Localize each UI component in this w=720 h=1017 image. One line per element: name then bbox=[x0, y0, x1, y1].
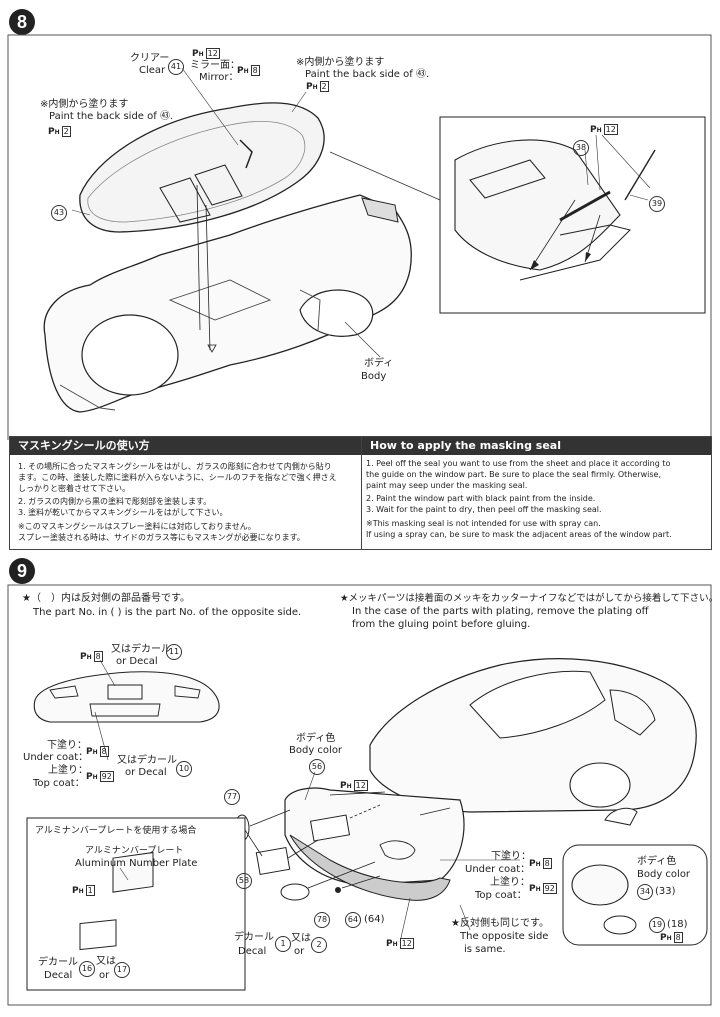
clear-label-en: Clear bbox=[139, 65, 166, 76]
part-18-opposite: (18) bbox=[667, 919, 688, 930]
note-left-en: The part No. in ( ) is the part No. of t… bbox=[33, 607, 302, 618]
part-16: 16 bbox=[79, 961, 95, 977]
part-64-opposite: (64) bbox=[364, 914, 385, 925]
alu-box-title: アルミナンバープレートを使用する場合 bbox=[35, 826, 197, 836]
paint-back-note-en-1: Paint the back side of ㊸. bbox=[305, 69, 430, 80]
paint-back-note-en-2: Paint the back side of ㊸. bbox=[49, 111, 174, 122]
step-8-number: 8 bbox=[9, 9, 35, 35]
opposite-note-en-2: is same. bbox=[464, 944, 506, 955]
decal-label-box-en: Decal bbox=[44, 970, 73, 981]
masking-instructions-jp: マスキングシールの使い方 1. その場所に合ったマスキングシールをはがし、ガラス… bbox=[9, 436, 362, 550]
part-77: 77 bbox=[224, 789, 240, 805]
decal-option-en-mid: or Decal bbox=[125, 767, 167, 778]
part-11: 11 bbox=[166, 644, 182, 660]
top-coat-en: Top coat： bbox=[33, 778, 85, 789]
note-right-jp: ★メッキパーツは接着面のメッキをカッターナイフなどではがしてから接着して下さい。 bbox=[340, 593, 719, 604]
alu-plate-en: Aluminum Number Plate bbox=[75, 858, 198, 869]
decal-label-plate-en: Decal bbox=[238, 946, 267, 957]
masking-title-en: How to apply the masking seal bbox=[362, 437, 711, 455]
decal-label-plate-jp: デカール bbox=[234, 932, 274, 943]
part-39: 39 bbox=[649, 196, 665, 212]
part-10: 10 bbox=[176, 761, 192, 777]
part-64: 64 bbox=[345, 912, 361, 928]
part-78: 78 bbox=[314, 912, 330, 928]
top-coat-en-right: Top coat： bbox=[475, 890, 527, 901]
paint-back-note-jp-1: ※内側から塗ります bbox=[296, 57, 385, 68]
clear-label-jp: クリアー bbox=[130, 53, 170, 64]
part-41: 41 bbox=[168, 59, 184, 75]
under-coat-jp-right: 下塗り： bbox=[491, 851, 531, 862]
masking-instructions-en: How to apply the masking seal 1. Peel of… bbox=[361, 436, 712, 550]
note-right-en-2: from the gluing point before gluing. bbox=[352, 619, 531, 630]
under-coat-en-right: Under coat： bbox=[465, 864, 531, 875]
part-1: 1 bbox=[275, 936, 291, 952]
under-coat-jp: 下塗り： bbox=[47, 740, 87, 751]
part-56: 56 bbox=[309, 759, 325, 775]
top-coat-jp: 上塗り： bbox=[48, 765, 88, 776]
or-en-box: or bbox=[99, 970, 110, 981]
body-color-jp: ボディ色 bbox=[296, 733, 336, 744]
body-label-jp: ボディ bbox=[364, 358, 394, 369]
part-2: 2 bbox=[311, 937, 327, 953]
body-label-en: Body bbox=[361, 371, 387, 382]
mirror-body-color-jp: ボディ色 bbox=[637, 856, 677, 867]
alu-plate-jp: アルミナンバープレート bbox=[85, 846, 184, 856]
step-9-number: 9 bbox=[9, 558, 35, 584]
decal-option-en-top: or Decal bbox=[116, 656, 158, 667]
part-43: 43 bbox=[51, 205, 67, 221]
mirror-label-jp: ミラー面： bbox=[190, 60, 240, 71]
part-17: 17 bbox=[114, 962, 130, 978]
part-34: 34 bbox=[637, 884, 653, 900]
decal-option-jp-top: 又はデカール bbox=[111, 644, 171, 655]
step-8-illustration bbox=[7, 34, 712, 440]
masking-lines-jp: 1. その場所に合ったマスキングシールをはがし、ガラスの彫刻に合わせて内側から貼… bbox=[18, 462, 337, 542]
mirror-label-en: Mirror： bbox=[199, 72, 239, 83]
or-jp-box: 又は bbox=[96, 956, 116, 967]
masking-lines-en: 1. Peel off the seal you want to use fro… bbox=[366, 459, 672, 539]
paint-back-note-jp-2: ※内側から塗ります bbox=[40, 99, 129, 110]
opposite-note-jp: ★反対側も同じです。 bbox=[451, 918, 549, 929]
note-left-jp: ★（ ）内は反対側の部品番号です。 bbox=[22, 593, 190, 604]
decal-label-box-jp: デカール bbox=[38, 957, 78, 968]
decal-option-jp-mid: 又はデカール bbox=[117, 755, 177, 766]
note-right-en-1: In the case of the parts with plating, r… bbox=[352, 606, 649, 617]
body-color-en: Body color bbox=[289, 745, 343, 756]
or-en-plate: or bbox=[294, 946, 305, 957]
or-jp-plate: 又は bbox=[291, 933, 311, 944]
part-33-opposite: (33) bbox=[655, 886, 676, 897]
top-coat-jp-right: 上塗り： bbox=[490, 877, 530, 888]
part-38: 38 bbox=[573, 140, 589, 156]
under-coat-en: Under coat： bbox=[23, 752, 89, 763]
part-58: 58 bbox=[236, 873, 252, 889]
mirror-body-color-en: Body color bbox=[637, 869, 691, 880]
masking-title-jp: マスキングシールの使い方 bbox=[10, 437, 361, 455]
part-19: 19 bbox=[649, 917, 665, 933]
opposite-note-en-1: The opposite side bbox=[460, 931, 549, 942]
